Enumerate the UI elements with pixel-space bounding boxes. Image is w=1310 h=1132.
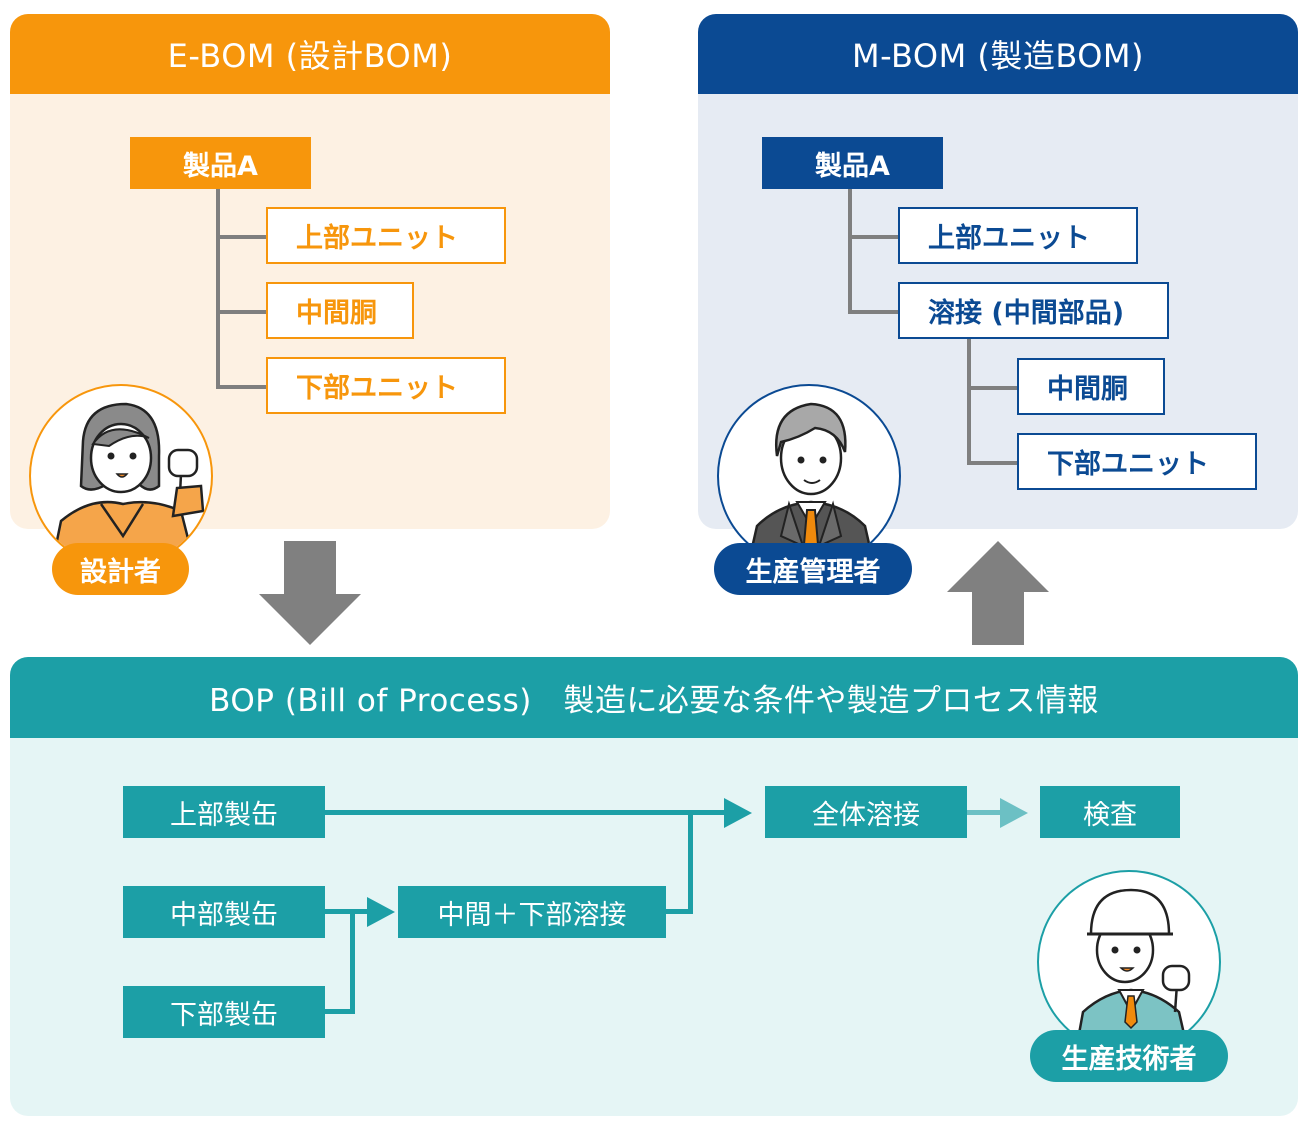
process-step-inspection: 検査 — [1040, 786, 1180, 838]
arrowhead-icon — [367, 897, 395, 927]
bop-title: BOP (Bill of Process) 製造に必要な条件や製造プロセス情報 — [10, 657, 1298, 738]
designer-illustration-icon — [50, 402, 205, 566]
designer-avatar — [29, 384, 213, 568]
flow-line — [325, 810, 730, 815]
mbom-subtree-trunk — [967, 339, 971, 465]
mbom-grandchild-node: 下部ユニット — [1017, 433, 1257, 490]
ebom-tree-branch — [216, 310, 268, 314]
process-step-mid-lower-welding: 中間＋下部溶接 — [398, 886, 666, 938]
mbom-grandchild-node: 中間胴 — [1017, 358, 1165, 415]
mbom-child-node: 溶接 (中間部品) — [898, 282, 1169, 339]
role-badge-designer: 設計者 — [52, 543, 189, 595]
production-engineer-avatar — [1037, 870, 1221, 1054]
up-arrow-icon — [947, 541, 1049, 645]
arrowhead-icon — [1000, 798, 1028, 828]
flow-line — [325, 1009, 355, 1014]
flow-line — [666, 909, 693, 914]
ebom-tree-trunk — [216, 189, 220, 389]
process-step-upper-fabrication: 上部製缶 — [123, 786, 325, 838]
process-step-lower-fabrication: 下部製缶 — [123, 986, 325, 1038]
mbom-tree-branch — [848, 310, 900, 314]
flow-line — [967, 810, 1007, 815]
process-step-middle-fabrication: 中部製缶 — [123, 886, 325, 938]
production-manager-avatar — [717, 384, 901, 568]
mbom-subtree-branch — [967, 461, 1019, 465]
down-arrow-icon — [259, 541, 361, 645]
role-badge-production-manager: 生産管理者 — [714, 543, 912, 595]
arrowhead-icon — [724, 798, 752, 828]
production-manager-illustration-icon — [746, 402, 876, 566]
production-engineer-illustration-icon — [1074, 888, 1191, 1052]
flow-line — [688, 810, 693, 914]
ebom-child-node: 上部ユニット — [266, 207, 506, 264]
ebom-title: E-BOM (設計BOM) — [10, 14, 610, 94]
mbom-subtree-branch — [967, 386, 1019, 390]
role-badge-production-engineer: 生産技術者 — [1030, 1030, 1228, 1082]
mbom-title: M-BOM (製造BOM) — [698, 14, 1298, 94]
mbom-tree-branch — [848, 235, 900, 239]
ebom-tree-branch — [216, 385, 268, 389]
ebom-root-node: 製品A — [130, 137, 311, 189]
flow-line — [350, 909, 355, 1014]
mbom-tree-trunk — [848, 189, 852, 314]
mbom-root-node: 製品A — [762, 137, 943, 189]
ebom-child-node: 下部ユニット — [266, 357, 506, 414]
ebom-tree-branch — [216, 235, 268, 239]
process-step-full-welding: 全体溶接 — [765, 786, 967, 838]
ebom-child-node: 中間胴 — [266, 282, 414, 339]
mbom-child-node: 上部ユニット — [898, 207, 1138, 264]
flow-line — [325, 909, 373, 914]
